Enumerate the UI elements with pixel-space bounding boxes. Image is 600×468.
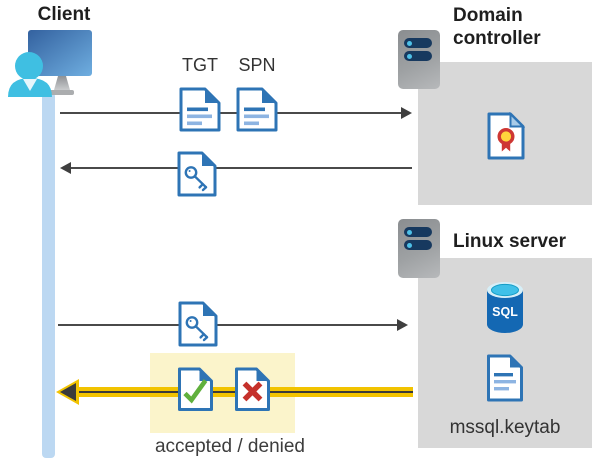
arrow-tgt-spn-request-line [60,112,403,114]
server-drive-bay [404,38,432,48]
server-drive-bay [404,240,432,250]
keytab-filename-label: mssql.keytab [449,417,561,438]
arrow-ticket-response-head [60,162,71,174]
keytab-file-icon [487,354,523,402]
key-document-icon [178,301,218,347]
result-label: accepted / denied [154,436,305,457]
arrow-service-ticket-head [397,319,408,331]
server-drive-bay [404,227,432,237]
key-document-icon [177,151,217,197]
monitor-icon [28,30,92,95]
domain-controller-server-icon [398,30,440,89]
accepted-document-icon [178,367,213,411]
certificate-icon [487,112,525,160]
arrow-ticket-response-line [70,167,412,169]
arrow-result-head [60,383,76,401]
domain-controller-title: Domain controller [453,5,541,49]
person-icon [8,52,52,97]
client-label: Client [37,4,91,25]
spn-document-icon [236,87,278,132]
client-lifeline [42,92,55,458]
tgt-document-icon [179,87,221,132]
client-icon [8,30,92,97]
server-drive-bay [404,51,432,61]
sql-badge-label: SQL [492,305,518,319]
arrow-tgt-spn-request-head [401,107,412,119]
tgt-label: TGT [182,55,218,75]
linux-server-title: Linux server [453,231,566,252]
arrow-service-ticket-line [58,324,398,326]
linux-server-icon [398,219,440,278]
sql-database-icon: SQL [487,282,523,333]
denied-document-icon [235,367,270,411]
spn-label: SPN [238,55,276,75]
